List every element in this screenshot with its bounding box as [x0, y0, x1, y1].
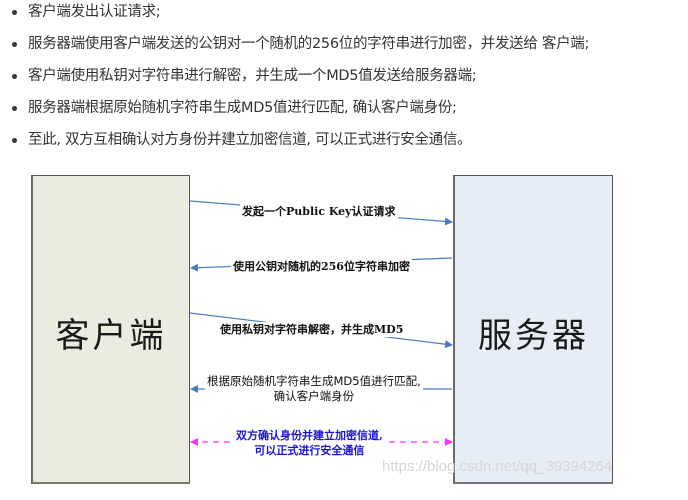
message-3: 使用私钥对字符串解密，并生成MD5 [218, 322, 406, 337]
bullet-icon [12, 42, 17, 47]
message-4: 根据原始随机字符串生成MD5值进行匹配, 确认客户端身份 [205, 374, 423, 404]
client-box: 客户端 [31, 175, 190, 484]
step-text: 客户端使用私钥对字符串进行解密，并生成一个MD5值发送给服务器端; [28, 68, 477, 84]
message-1: 发起一个Public Key认证请求 [240, 204, 398, 219]
message-5: 双方确认身份并建立加密信道, 可以正式进行安全通信 [234, 428, 385, 458]
message-4-line1: 根据原始随机字符串生成MD5值进行匹配, [207, 374, 421, 388]
server-box: 服务器 [453, 175, 613, 484]
step-item: 至此, 双方互相确认对方身份并建立加密信道, 可以正式进行安全通信。 [12, 129, 472, 151]
client-label: 客户端 [55, 316, 167, 356]
message-5-line2: 可以正式进行安全通信 [254, 444, 365, 457]
message-4-line2: 确认客户端身份 [273, 389, 355, 403]
message-2: 使用公钥对随机的256位字符串加密 [231, 259, 412, 274]
step-text: 至此, 双方互相确认对方身份并建立加密信道, 可以正式进行安全通信。 [28, 132, 472, 148]
bullet-icon [12, 74, 17, 79]
bullet-icon [12, 106, 17, 111]
bullet-icon [12, 10, 17, 15]
step-item: 服务器端根据原始随机字符串生成MD5值进行匹配, 确认客户端身份; [12, 97, 457, 119]
message-5-line1: 双方确认身份并建立加密信道, [236, 429, 383, 442]
step-item: 服务器端使用客户端发送的公钥对一个随机的256位的字符串进行加密，并发送给 客户… [12, 33, 590, 55]
bullet-icon [12, 138, 17, 143]
step-item: 客户端使用私钥对字符串进行解密，并生成一个MD5值发送给服务器端; [12, 65, 477, 87]
step-text: 服务器端使用客户端发送的公钥对一个随机的256位的字符串进行加密，并发送给 客户… [28, 36, 590, 52]
step-item: 客户端发出认证请求; [12, 1, 161, 23]
server-label: 服务器 [478, 316, 589, 356]
watermark: https://blog.csdn.net/qq_39394264 [382, 458, 613, 475]
step-text: 客户端发出认证请求; [28, 4, 161, 20]
step-text: 服务器端根据原始随机字符串生成MD5值进行匹配, 确认客户端身份; [28, 100, 457, 116]
